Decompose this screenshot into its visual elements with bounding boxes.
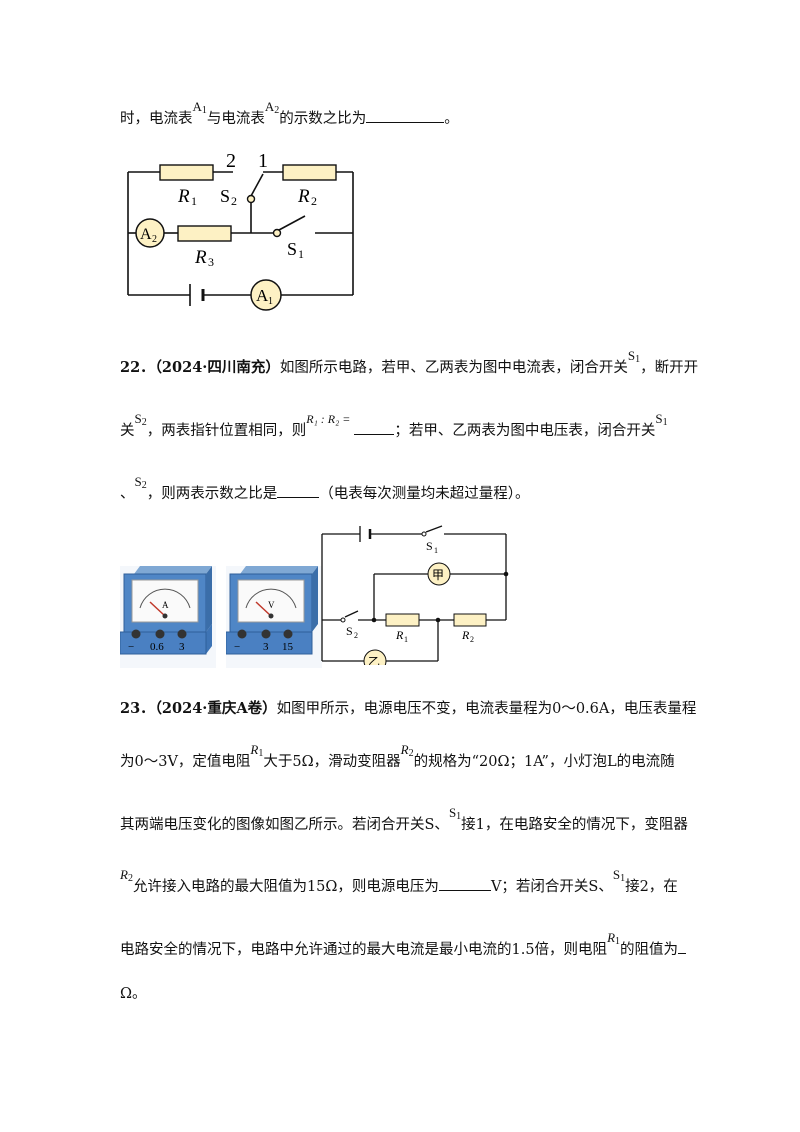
resistor-r2 xyxy=(453,613,487,627)
resistor-r2 xyxy=(282,164,337,181)
svg-text:乙: 乙 xyxy=(368,655,380,665)
svg-text:R: R xyxy=(194,247,207,268)
svg-text:R: R xyxy=(297,186,310,207)
contact-2-label: 2 xyxy=(226,150,236,172)
q23-line-2: 为0～3V，定值电阻R1大于5Ω，滑动变阻器R2的规格为“20Ω；1A”，小灯泡… xyxy=(120,742,675,770)
svg-text:V: V xyxy=(268,600,275,610)
meter-yi-icon xyxy=(363,649,387,665)
q23-line-6: Ω。 xyxy=(120,986,147,1002)
q23-line-3: 其两端电压变化的图像如图乙所示。若闭合开关S、S1接1，在电路安全的情况下，变阻… xyxy=(120,805,688,833)
ammeter-image: A − 0.6 3 xyxy=(120,566,216,668)
svg-text:1: 1 xyxy=(434,546,438,555)
answer-blank[interactable] xyxy=(366,110,445,123)
svg-text:−: − xyxy=(234,641,240,653)
q21-circuit-diagram: 2 1 R 1 R 2 R 3 S 2 S 1 A 2 A 1 xyxy=(127,150,354,311)
answer-blank[interactable] xyxy=(438,878,491,891)
q23-line-1: 23．（2024·重庆A卷）如图甲所示，电源电压不变，电流表量程为0～0.6A，… xyxy=(120,700,697,717)
svg-text:A: A xyxy=(256,286,269,305)
answer-blank[interactable] xyxy=(277,485,320,498)
svg-text:3: 3 xyxy=(263,641,269,653)
svg-text:S: S xyxy=(287,239,297,259)
svg-text:A: A xyxy=(140,226,152,243)
answer-blank[interactable] xyxy=(354,422,395,435)
resistor-r1 xyxy=(159,164,214,181)
svg-text:3: 3 xyxy=(179,641,185,653)
svg-text:1: 1 xyxy=(191,194,197,208)
ammeter-a1-symbol: A1 xyxy=(192,99,207,116)
q22-line-3: 、S2，则两表示数之比是（电表每次测量均未超过量程）。 xyxy=(120,474,530,502)
svg-text:0.6: 0.6 xyxy=(150,641,164,653)
contact-1-label: 1 xyxy=(258,150,268,172)
svg-text:A: A xyxy=(162,600,169,610)
svg-text:1: 1 xyxy=(298,247,304,261)
q22-line-1: 22．（2024·四川南充）如图所示电路，若甲、乙两表为图中电流表，闭合开关S1… xyxy=(120,348,699,376)
q23-line-5: 电路安全的情况下，电路中允许通过的最大电流是最小电流的1.5倍，则电阻R1的阻值… xyxy=(120,930,687,964)
svg-text:1: 1 xyxy=(268,296,273,307)
svg-text:2: 2 xyxy=(311,194,317,208)
q22-line-2: 关S2，两表指针位置相同，则R₁ : R₂ =；若甲、乙两表为图中电压表，闭合开… xyxy=(120,411,668,439)
ammeter-a1-icon xyxy=(250,279,282,311)
svg-text:3: 3 xyxy=(208,255,214,269)
answer-blank[interactable] xyxy=(678,941,687,954)
resistor-r3 xyxy=(177,225,232,242)
q21-line-1: 时，电流表A1与电流表A2的示数之比为。 xyxy=(120,99,459,127)
svg-text:2: 2 xyxy=(470,635,474,644)
svg-text:R: R xyxy=(177,186,190,207)
svg-text:1: 1 xyxy=(404,635,408,644)
ammeter-a2-icon xyxy=(135,218,165,248)
svg-text:S: S xyxy=(346,624,353,638)
ammeter-a2-symbol: A2 xyxy=(264,99,280,116)
svg-text:R: R xyxy=(461,628,470,642)
svg-text:S: S xyxy=(220,186,230,206)
svg-text:2: 2 xyxy=(152,234,157,245)
svg-text:2: 2 xyxy=(354,631,358,640)
svg-text:15: 15 xyxy=(282,641,294,653)
voltmeter-image: V − 3 15 xyxy=(226,566,322,668)
resistor-r1 xyxy=(385,613,420,627)
svg-text:R: R xyxy=(395,628,404,642)
svg-text:−: − xyxy=(128,641,134,653)
q22-circuit-diagram: 甲 乙 S 1 S 2 R 1 R 2 xyxy=(321,525,509,665)
svg-text:S: S xyxy=(426,539,433,553)
ratio-expression: R₁ : R₂ = xyxy=(306,412,351,426)
meter-jia-icon xyxy=(427,562,451,586)
svg-text:甲: 甲 xyxy=(432,568,444,582)
svg-text:2: 2 xyxy=(231,194,237,208)
